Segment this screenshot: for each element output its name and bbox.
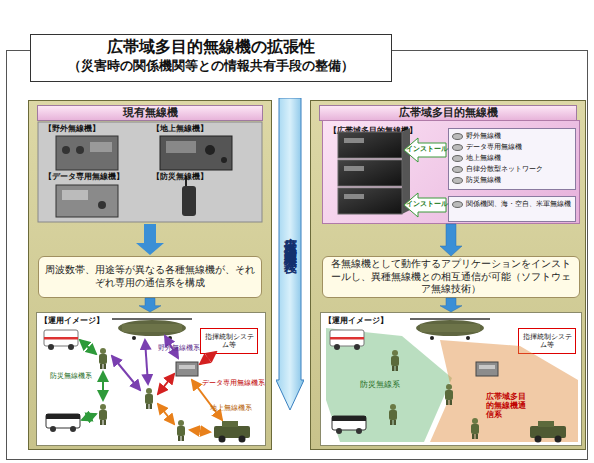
node-text: 地上無線機 — [452, 153, 572, 164]
command-system-box: 指揮統制システム等 — [518, 328, 576, 354]
label-text: 防災無線機系 — [50, 372, 110, 380]
node-text: 【運用イメージ】 — [324, 315, 388, 326]
label-text: 野外無線機系 — [158, 344, 218, 352]
application-list: 野外無線機データ専用無線機地上無線機自律分散型ネットワーク防災無線機 — [448, 128, 576, 190]
arrow-shape-part — [276, 98, 304, 410]
node-text: データ専用無線機 — [452, 142, 572, 153]
transition-arrow: 広帯域多目的無線機導入後 — [276, 98, 304, 410]
diagram-title: 広帯域多目的無線機の拡張性 — [30, 37, 392, 58]
label-text: データ専用無線機系 — [202, 380, 266, 388]
label-text: 地上無線機系 — [210, 404, 266, 412]
statement-box: 周波数帯、用途等が異なる各種無線機が、それぞれ専用の通信系を構成 — [38, 256, 262, 298]
label-text: 【野外無線機】 — [44, 124, 144, 134]
node-text: 現有無線機 — [37, 105, 263, 121]
node-text: 【運用イメージ】 — [40, 315, 104, 326]
label-text: （災害時の関係機関等との情報共有手段の整備） — [30, 58, 392, 73]
statement-box: 各無線機として動作するアプリケーションをインストールし、異種無線機との相互通信が… — [322, 256, 580, 298]
node-text: 関係機関、海・空自、米軍無線機 — [452, 199, 572, 210]
node-text: 指揮統制システム等 — [202, 333, 256, 350]
application-list: 関係機関、海・空自、米軍無線機 — [448, 196, 576, 222]
label-text: 【データ専用無線機】 — [44, 172, 144, 182]
arrow-shape — [276, 98, 304, 410]
radio-unit-box: 【広帯域多目的無線機】野外無線機データ専用無線機地上無線機自律分散型ネットワーク… — [322, 120, 580, 224]
label-text: 防災無線系 — [360, 380, 420, 389]
label-text: 広帯域多目的無線機通信系 — [486, 392, 533, 419]
label-text: インストール — [406, 146, 448, 154]
node-text: 【広帯域多目的無線機】 — [329, 125, 417, 136]
label-text: 【防災無線機】 — [152, 172, 252, 182]
node-text: 広帯域多目的無線機導入後 — [276, 98, 304, 380]
node-text: 自律分散型ネットワーク — [452, 164, 572, 175]
command-system-box: 指揮統制システム等 — [200, 328, 258, 354]
node-text: 周波数帯、用途等が異なる各種無線機が、それぞれ専用の通信系を構成 — [45, 264, 255, 290]
operation-image-box: 【運用イメージ】指揮統制システム等 — [320, 312, 582, 446]
radio-panel: 現有無線機周波数帯、用途等が異なる各種無線機が、それぞれ専用の通信系を構成【運用… — [28, 100, 272, 450]
node-text: 各無線機として動作するアプリケーションをインストールし、異種無線機との相互通信が… — [329, 258, 573, 296]
node-text: 野外無線機 — [452, 131, 572, 142]
node-text: 広帯域多目的無線機 — [319, 105, 577, 121]
label-text: インストール — [406, 201, 448, 209]
radio-panel: 広帯域多目的無線機【広帯域多目的無線機】野外無線機データ専用無線機地上無線機自律… — [310, 100, 586, 450]
node-text: 防災無線機 — [452, 175, 572, 186]
label-text: 【地上無線機】 — [152, 124, 252, 134]
node-text: 指揮統制システム等 — [520, 333, 574, 350]
